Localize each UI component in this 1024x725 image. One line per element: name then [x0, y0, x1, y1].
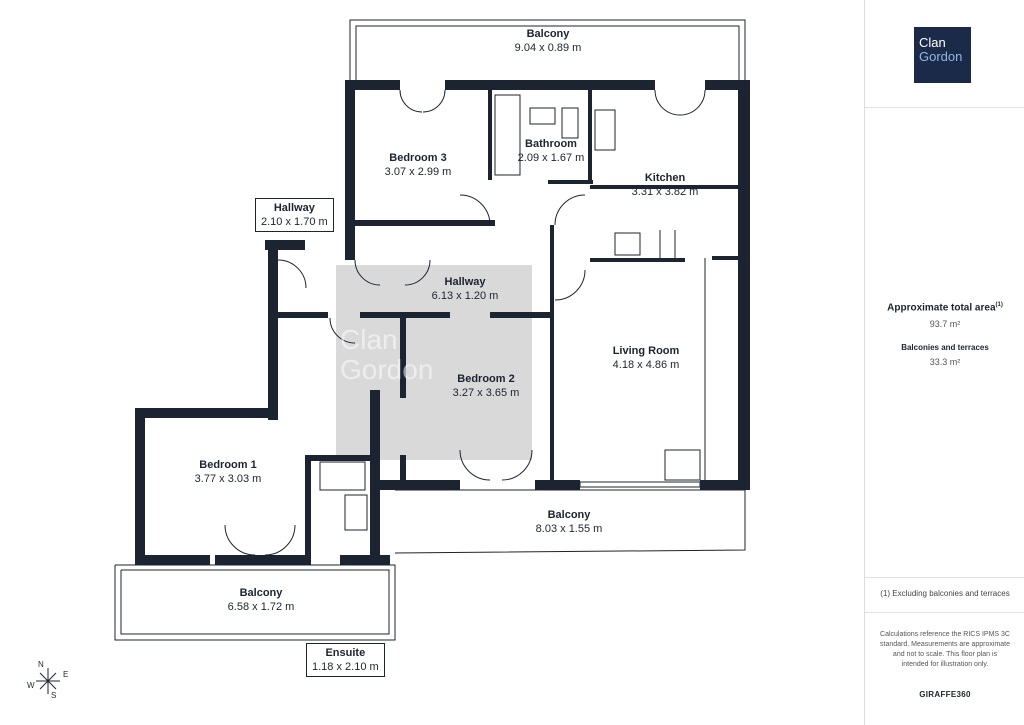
room-bedroom-2: Bedroom 2 3.27 x 3.65 m	[453, 373, 520, 399]
room-name: Bedroom 2	[457, 373, 515, 385]
room-dims: 3.27 x 3.65 m	[452, 387, 520, 399]
compass-n: N	[38, 660, 44, 669]
room-name: Kitchen	[644, 172, 686, 184]
room-living-room: Living Room 4.18 x 4.86 m	[613, 345, 680, 371]
room-dims: 2.10 x 1.70 m	[261, 216, 328, 228]
watermark-block	[336, 265, 532, 460]
room-balcony-top: Balcony 9.04 x 0.89 m	[515, 28, 582, 54]
compass-w: W	[27, 681, 35, 690]
room-dims: 4.18 x 4.86 m	[612, 359, 680, 371]
compass: N E S W	[26, 660, 70, 700]
room-name: Bedroom 1	[199, 459, 257, 471]
room-name: Bathroom	[525, 138, 577, 150]
room-dims: 6.13 x 1.20 m	[431, 290, 499, 302]
total-area-value: 93.7 m²	[929, 319, 961, 329]
floor-plan-drawing	[114, 19, 750, 641]
logo-line1: Clan	[919, 35, 946, 50]
divider	[865, 612, 1024, 613]
room-name: Ensuite	[325, 647, 366, 659]
room-dims: 2.09 x 1.67 m	[517, 152, 585, 164]
room-kitchen: Kitchen 3.31 x 3.82 m	[632, 172, 699, 198]
total-area-label: Approximate total area(1)	[865, 302, 1024, 313]
watermark-line2: Gordon	[340, 354, 434, 385]
door-swings	[224, 89, 706, 556]
room-dims: 1.18 x 2.10 m	[312, 661, 379, 673]
room-bathroom: Bathroom 2.09 x 1.67 m	[518, 138, 585, 164]
divider	[865, 577, 1024, 578]
room-name: Hallway	[273, 202, 315, 214]
compass-rose-icon	[36, 668, 60, 694]
room-balcony-left: Balcony 6.58 x 1.72 m	[228, 587, 295, 613]
room-hallway-small: Hallway 2.10 x 1.70 m	[255, 198, 334, 232]
room-bedroom-3: Bedroom 3 3.07 x 2.99 m	[385, 152, 452, 178]
room-dims: 3.31 x 3.82 m	[631, 186, 699, 198]
disclaimer: Calculations reference the RICS IPMS 3C …	[880, 631, 1010, 668]
room-name: Balcony	[239, 587, 283, 599]
room-ensuite: Ensuite 1.18 x 2.10 m	[306, 643, 385, 677]
room-balcony-bottom: Balcony 8.03 x 1.55 m	[536, 509, 603, 535]
watermark-line1: Clan	[340, 324, 398, 355]
footnote: (1) Excluding balconies and terraces	[880, 589, 1010, 598]
logo-line2: Gordon	[919, 49, 963, 64]
room-bedroom-1: Bedroom 1 3.77 x 3.03 m	[195, 459, 262, 485]
room-name: Bedroom 3	[389, 152, 447, 164]
room-hallway-main: Hallway 6.13 x 1.20 m	[432, 276, 499, 302]
room-dims: 3.77 x 3.03 m	[194, 473, 262, 485]
compass-e: E	[63, 670, 69, 679]
room-name: Balcony	[526, 28, 570, 40]
room-dims: 3.07 x 2.99 m	[384, 166, 452, 178]
walls	[135, 80, 750, 565]
balconies-label: Balconies and terraces	[901, 343, 989, 352]
balconies-value: 33.3 m²	[929, 357, 961, 367]
divider	[865, 107, 1024, 108]
brand-giraffe360: GIRAFFE360	[919, 690, 971, 699]
room-name: Living Room	[612, 345, 680, 357]
room-name: Balcony	[547, 509, 591, 521]
room-dims: 8.03 x 1.55 m	[535, 523, 603, 535]
compass-s: S	[51, 691, 57, 700]
room-dims: 9.04 x 0.89 m	[514, 42, 582, 54]
room-dims: 6.58 x 1.72 m	[227, 601, 295, 613]
total-area-note: (1)	[995, 302, 1003, 308]
total-area-label-text: Approximate total area	[887, 302, 996, 314]
room-name: Hallway	[444, 276, 486, 288]
